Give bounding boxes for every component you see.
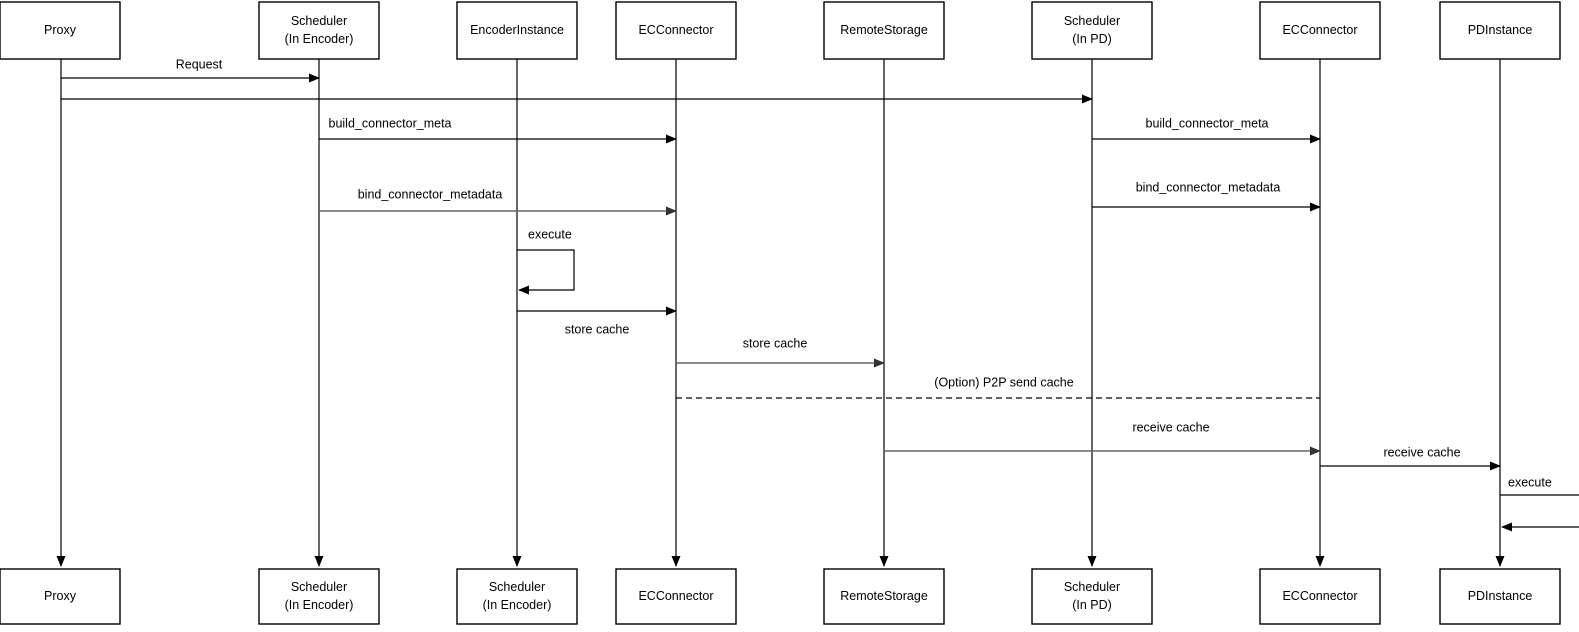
message-label-m1: Request (176, 57, 223, 71)
participant-bottom-pd_inst[interactable]: PDInstance (1439, 568, 1561, 625)
self-message-s2: execute (1500, 475, 1579, 532)
message-m6: bind_connector_metadata (1092, 180, 1321, 212)
participant-bottom-label-pd_inst: PDInstance (1468, 589, 1533, 603)
participant-top-encoder_inst[interactable]: EncoderInstance (456, 1, 578, 60)
message-m11: receive cache (1320, 445, 1501, 471)
participant-top-ecconn_1[interactable]: ECConnector (615, 1, 737, 60)
participant-top-rect-ecconn_1 (615, 1, 737, 60)
participant-top-rect-encoder_inst (456, 1, 578, 60)
message-label-m11: receive cache (1383, 445, 1460, 459)
message-m7: store cache (517, 306, 677, 336)
message-label-m8: store cache (743, 336, 808, 350)
message-label-m3: build_connector_meta (329, 116, 452, 130)
participant-top-label-ecconn_2: ECConnector (1282, 23, 1357, 37)
participant-top-rect-ecconn_2 (1259, 1, 1381, 60)
participant-bottom-label-sched_enc: Scheduler (291, 580, 347, 594)
participant-top-rect-proxy (0, 1, 121, 60)
participant-top-rect-sched_enc (258, 1, 380, 60)
self-message-path-s1 (517, 249, 575, 295)
participant-bottom-label-proxy: Proxy (44, 589, 77, 603)
self-message-label-s1: execute (528, 227, 572, 241)
participant-top-label-pd_inst: PDInstance (1468, 23, 1533, 37)
participant-bottom-ecconn_1[interactable]: ECConnector (615, 568, 737, 625)
self-message-s1: execute (517, 227, 575, 295)
message-m5: bind_connector_metadata (319, 187, 677, 216)
message-m10: receive cache (884, 420, 1321, 456)
participant-bottom-label-ecconn_2: ECConnector (1282, 589, 1357, 603)
participant-bottom-label-remote_store: RemoteStorage (840, 589, 928, 603)
participant-bottom-label-encoder_inst: Scheduler (489, 580, 545, 594)
message-m1: Request (61, 57, 320, 83)
participant-top-label-ecconn_1: ECConnector (638, 23, 713, 37)
participant-top-sublabel-sched_pd: (In PD) (1072, 32, 1112, 46)
message-m3: build_connector_meta (319, 116, 677, 144)
participant-bottom-ecconn_2[interactable]: ECConnector (1259, 568, 1381, 625)
participant-top-sublabel-sched_enc: (In Encoder) (285, 32, 354, 46)
participant-bottom-label-ecconn_1: ECConnector (638, 589, 713, 603)
message-label-m5: bind_connector_metadata (358, 187, 503, 201)
message-label-m9: (Option) P2P send cache (934, 375, 1073, 389)
participant-bottom-rect-remote_store (823, 568, 945, 625)
participant-bottom-sublabel-sched_pd: (In PD) (1072, 598, 1112, 612)
message-m4: build_connector_meta (1092, 116, 1321, 144)
messages-group: Request build_connector_meta build_connect… (61, 57, 1501, 471)
participant-bottom-label-sched_pd: Scheduler (1064, 580, 1120, 594)
participant-bottom-rect-ecconn_1 (615, 568, 737, 625)
participant-bottom-rect-sched_pd (1031, 568, 1153, 625)
participant-top-rect-remote_store (823, 1, 945, 60)
self-messages-group: execute execute (517, 227, 1579, 532)
participant-top-label-proxy: Proxy (44, 23, 77, 37)
participant-bottom-sched_enc[interactable]: Scheduler (In Encoder) (258, 568, 380, 625)
message-m8: store cache (676, 336, 885, 368)
participant-bottom-rect-sched_enc (258, 568, 380, 625)
participant-bottom-rect-proxy (0, 568, 121, 625)
participant-top-sched_enc[interactable]: Scheduler (In Encoder) (258, 1, 380, 60)
message-label-m7: store cache (565, 322, 630, 336)
participant-bottom-rect-encoder_inst (456, 568, 578, 625)
self-message-label-s2: execute (1508, 475, 1552, 489)
participant-bottom-rect-ecconn_2 (1259, 568, 1381, 625)
top-participant-boxes: Proxy Scheduler (In Encoder) EncoderInstanc… (0, 1, 1561, 60)
participant-top-pd_inst[interactable]: PDInstance (1439, 1, 1561, 60)
participant-top-label-sched_enc: Scheduler (291, 14, 347, 28)
participant-top-label-sched_pd: Scheduler (1064, 14, 1120, 28)
participant-bottom-encoder_inst[interactable]: Scheduler (In Encoder) (456, 568, 578, 625)
message-m9: (Option) P2P send cache (676, 375, 1320, 399)
participant-top-proxy[interactable]: Proxy (0, 1, 121, 60)
participant-top-rect-pd_inst (1439, 1, 1561, 60)
participant-top-label-remote_store: RemoteStorage (840, 23, 928, 37)
participant-top-label-encoder_inst: EncoderInstance (470, 23, 564, 37)
message-label-m10: receive cache (1132, 420, 1209, 434)
self-message-path-s2 (1500, 494, 1579, 532)
participant-top-rect-sched_pd (1031, 1, 1153, 60)
bottom-participant-boxes: Proxy Scheduler (In Encoder) Scheduler (In E… (0, 568, 1561, 625)
participant-bottom-sublabel-sched_enc: (In Encoder) (285, 598, 354, 612)
lifelines-group (56, 59, 1505, 567)
participant-bottom-sched_pd[interactable]: Scheduler (In PD) (1031, 568, 1153, 625)
message-label-m4: build_connector_meta (1146, 116, 1269, 130)
participant-bottom-sublabel-encoder_inst: (In Encoder) (483, 598, 552, 612)
participant-top-remote_store[interactable]: RemoteStorage (823, 1, 945, 60)
message-label-m6: bind_connector_metadata (1136, 180, 1281, 194)
participant-bottom-remote_store[interactable]: RemoteStorage (823, 568, 945, 625)
participant-top-sched_pd[interactable]: Scheduler (In PD) (1031, 1, 1153, 60)
participant-bottom-rect-pd_inst (1439, 568, 1561, 625)
participant-top-ecconn_2[interactable]: ECConnector (1259, 1, 1381, 60)
participant-bottom-proxy[interactable]: Proxy (0, 568, 121, 625)
